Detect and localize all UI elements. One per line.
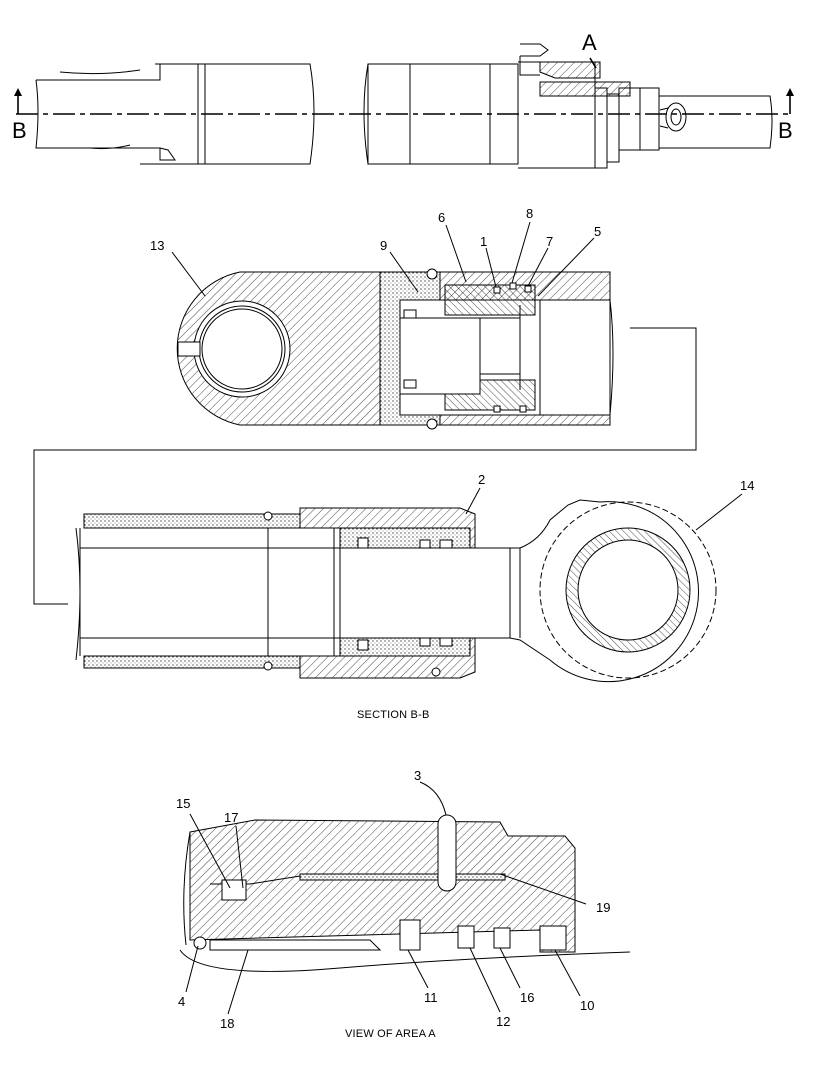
callout-1: 1: [480, 234, 487, 249]
area-marker: A: [582, 30, 597, 55]
callout-17: 17: [224, 810, 238, 825]
callout-5: 5: [594, 224, 601, 239]
callout-7: 7: [546, 234, 553, 249]
callout-10: 10: [580, 998, 594, 1013]
callout-12: 12: [496, 1014, 510, 1029]
callout-11: 11: [424, 990, 438, 1005]
callout-19: 19: [596, 900, 610, 915]
callout-15: 15: [176, 796, 190, 811]
section-head-end: [33, 268, 697, 605]
section-caption: SECTION B-B: [357, 709, 430, 721]
leader-lines: [171, 221, 743, 1015]
callout-13: 13: [150, 238, 164, 253]
callout-4: 4: [178, 994, 185, 1009]
detail-area-a: [179, 814, 631, 972]
view-caption: VIEW OF AREA A: [345, 1028, 436, 1040]
callout-14: 14: [740, 478, 754, 493]
callout-2: 2: [478, 472, 485, 487]
callout-6: 6: [438, 210, 445, 225]
callout-16: 16: [520, 990, 534, 1005]
callout-9: 9: [380, 238, 387, 253]
callout-18: 18: [220, 1016, 234, 1031]
section-marker-right: B: [778, 118, 793, 143]
section-marker-left: B: [12, 118, 27, 143]
section-rod-end: [75, 499, 717, 683]
exterior-view: B B A: [12, 30, 794, 169]
callout-8: 8: [526, 206, 533, 221]
callout-labels: 13 9 6 1 8 7 5 2 14 3 15 17 19 4 18 11 1…: [150, 206, 754, 1031]
callout-3: 3: [414, 768, 421, 783]
